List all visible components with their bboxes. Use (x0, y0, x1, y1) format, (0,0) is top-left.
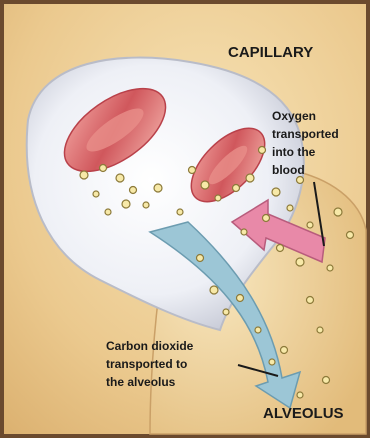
capillary-label: CAPILLARY (228, 44, 313, 61)
oxygen-label-line-3: into the (272, 143, 339, 161)
alveolus-label: ALVEOLUS (263, 405, 344, 422)
carbon-dioxide-label: Carbon dioxide transported to the alveol… (106, 337, 193, 391)
oxygen-label: Oxygen transported into the blood (272, 107, 339, 179)
oxygen-label-line-1: Oxygen (272, 107, 339, 125)
co2-label-line-3: the alveolus (106, 373, 193, 391)
co2-label-line-1: Carbon dioxide (106, 337, 193, 355)
oxygen-label-line-4: blood (272, 161, 339, 179)
oxygen-label-line-2: transported (272, 125, 339, 143)
co2-label-line-2: transported to (106, 355, 193, 373)
